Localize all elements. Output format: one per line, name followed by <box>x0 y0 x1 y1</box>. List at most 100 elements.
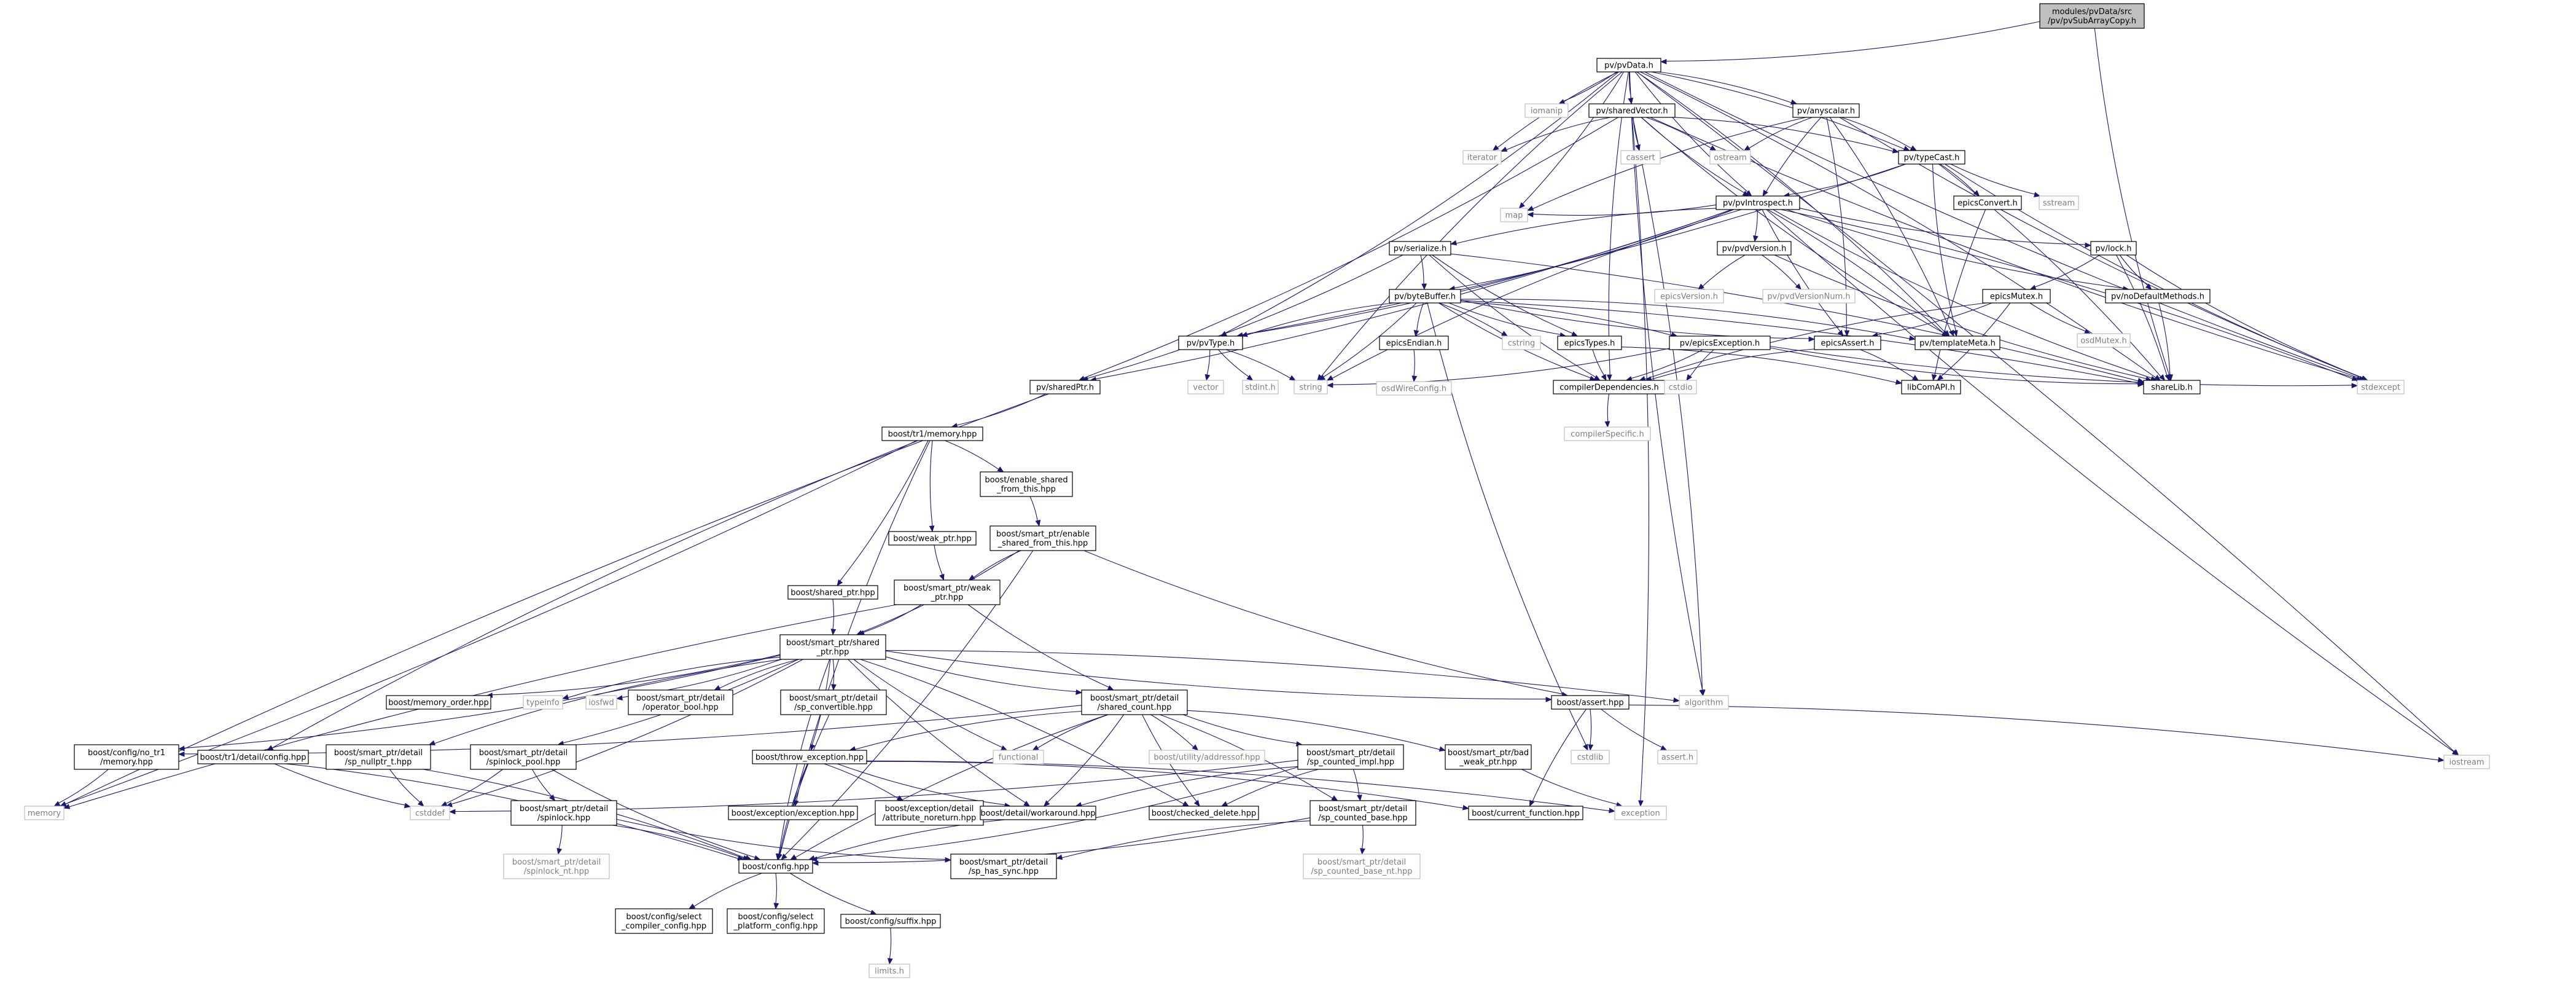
node-label-sp_shared_ptr: boost/smart_ptr/shared_ptr.hpp <box>786 638 880 657</box>
edge-pvdVersion-to-pvdVersionNum <box>1762 254 1798 286</box>
node-checked_delete[interactable]: boost/checked_delete.hpp <box>1149 806 1259 820</box>
node-shared_ptr_hpp[interactable]: boost/shared_ptr.hpp <box>787 585 878 600</box>
node-current_function[interactable]: boost/current_function.hpp <box>1468 806 1583 820</box>
node-config_no_tr1[interactable]: boost/config/no_tr1/memory.hpp <box>74 744 179 770</box>
node-spinlock_pool[interactable]: boost/smart_ptr/detail/spinlock_pool.hpp <box>470 744 577 770</box>
node-limits_h: limits.h <box>868 963 910 978</box>
node-config_suffix[interactable]: boost/config/suffix.hpp <box>840 914 941 928</box>
node-box-cassert <box>1620 150 1661 165</box>
node-label-iosfwd: iosfwd <box>588 699 614 708</box>
node-byteBuffer[interactable]: pv/byteBuffer.h <box>1389 289 1461 304</box>
node-sharedPtr[interactable]: pv/sharedPtr.h <box>1029 380 1101 394</box>
node-sp_nullptr[interactable]: boost/smart_ptr/detail/sp_nullptr_t.hpp <box>326 744 431 770</box>
arrowhead-epicsConvert-to-libComAPI <box>1931 374 1937 382</box>
node-tr1_detail_config[interactable]: boost/tr1/detail/config.hpp <box>197 750 309 764</box>
node-label-memory: memory <box>28 809 61 818</box>
node-epicsEndian[interactable]: epicsEndian.h <box>1379 336 1449 350</box>
node-label-pvdVersion: pv/pvdVersion.h <box>1722 245 1787 254</box>
edge-boost_assert-to-assert_h <box>1601 708 1663 748</box>
node-epicsException[interactable]: pv/epicsException.h <box>1669 336 1771 350</box>
node-label-weak_ptr: boost/weak_ptr.hpp <box>893 535 971 544</box>
node-assert_h: assert.h <box>1657 750 1698 764</box>
arrowhead-spinlock_pool-to-cstddef <box>440 801 448 807</box>
node-shared_count[interactable]: boost/smart_ptr/detail/shared_count.hpp <box>1081 689 1188 715</box>
node-typeCast[interactable]: pv/typeCast.h <box>1898 150 1965 165</box>
node-sp_counted_impl[interactable]: boost/smart_ptr/detail/sp_counted_impl.h… <box>1297 744 1404 770</box>
arrowhead-epicsException-to-string <box>1326 382 1333 388</box>
node-anyscalar[interactable]: pv/anyscalar.h <box>1792 103 1860 118</box>
node-label-sp_counted_impl: boost/smart_ptr/detail/sp_counted_impl.h… <box>1306 748 1395 767</box>
node-epicsTypes[interactable]: epicsTypes.h <box>1557 336 1622 350</box>
arrowhead-sp_shared_ptr-to-functional <box>1001 745 1008 751</box>
node-label-sstream: sstream <box>2043 199 2075 208</box>
edge-boost_assert-to-iostream <box>1628 704 2439 761</box>
node-workaround[interactable]: boost/detail/workaround.hpp <box>980 806 1096 820</box>
edge-sp_enable_shared-to-sp_weak_ptr <box>973 550 1021 578</box>
arrowhead-pvData_h-to-map <box>1518 202 1526 209</box>
node-attr_noreturn[interactable]: boost/exception/detail/attribute_noretur… <box>875 800 984 826</box>
node-sp_enable_shared[interactable]: boost/smart_ptr/enable_shared_from_this.… <box>989 525 1096 551</box>
node-label-sp_has_sync: boost/smart_ptr/detail/sp_has_sync.hpp <box>959 858 1048 876</box>
node-templateMeta[interactable]: pv/templateMeta.h <box>1914 336 2000 350</box>
node-compilerDependencies[interactable]: compilerDependencies.h <box>1553 380 1666 394</box>
node-sp_has_sync[interactable]: boost/smart_ptr/detail/sp_has_sync.hpp <box>950 854 1057 879</box>
arrowhead-throw_exception-to-current_function <box>1462 804 1470 810</box>
arrowhead-sp_counted_impl-to-sp_counted_base <box>1357 795 1362 802</box>
node-box-epicsEndian <box>1379 336 1449 350</box>
node-sp_convertible[interactable]: boost/smart_ptr/detail/sp_convertible.hp… <box>780 689 887 715</box>
node-tr1memory[interactable]: boost/tr1/memory.hpp <box>881 426 983 441</box>
node-epicsMutex[interactable]: epicsMutex.h <box>1982 289 2051 304</box>
node-label-compilerDependencies: compilerDependencies.h <box>1559 383 1658 393</box>
node-weak_ptr[interactable]: boost/weak_ptr.hpp <box>888 531 977 546</box>
node-label-stdint: stdint.h <box>1245 383 1275 393</box>
node-label-sp_convertible: boost/smart_ptr/detail/sp_convertible.hp… <box>789 694 878 712</box>
node-box-limits_h <box>868 963 910 978</box>
node-label-shared_count: boost/smart_ptr/detail/shared_count.hpp <box>1090 694 1179 712</box>
node-label-iostream: iostream <box>2449 758 2484 767</box>
node-root[interactable]: modules/pvData/src/pv/pvSubArrayCopy.h <box>2039 3 2145 29</box>
edge-sharedVector-to-stdexcept <box>1650 117 2357 379</box>
node-label-sp_weak_ptr: boost/smart_ptr/weak_ptr.hpp <box>904 584 991 602</box>
node-exc_exception[interactable]: boost/exception/exception.hpp <box>728 806 858 820</box>
node-serialize[interactable]: pv/serialize.h <box>1389 241 1451 256</box>
node-pvdVersion[interactable]: pv/pvdVersion.h <box>1717 241 1792 256</box>
node-operator_bool[interactable]: boost/smart_ptr/detail/operator_bool.hpp <box>628 689 733 715</box>
edge-epicsException-to-stdexcept <box>1770 345 2352 387</box>
arrowhead-sp_shared_ptr-to-sp_convertible <box>831 684 837 691</box>
node-sp_counted_base[interactable]: boost/smart_ptr/detail/sp_counted_base.h… <box>1309 800 1416 826</box>
node-pvType[interactable]: pv/pvType.h <box>1178 336 1243 350</box>
node-sharedVector[interactable]: pv/sharedVector.h <box>1588 103 1676 118</box>
node-sp_weak_ptr[interactable]: boost/smart_ptr/weak_ptr.hpp <box>894 579 1001 605</box>
node-sp_shared_ptr[interactable]: boost/smart_ptr/shared_ptr.hpp <box>779 634 886 660</box>
arrowhead-throw_exception-to-exception <box>1609 807 1616 814</box>
node-spinlock[interactable]: boost/smart_ptr/detail/spinlock.hpp <box>510 800 617 826</box>
node-select_compiler[interactable]: boost/config/select_compiler_config.hpp <box>615 908 713 934</box>
node-epicsAssert[interactable]: epicsAssert.h <box>1814 336 1881 350</box>
node-throw_exception[interactable]: boost/throw_exception.hpp <box>752 750 867 764</box>
node-enable_shared[interactable]: boost/enable_shared_from_this.hpp <box>980 471 1073 497</box>
node-pvIntrospect[interactable]: pv/pvIntrospect.h <box>1715 195 1800 210</box>
node-boost_config[interactable]: boost/config.hpp <box>738 859 813 874</box>
arrowhead-byteBuffer-to-cstdlib <box>1583 744 1588 751</box>
node-box-assert_h <box>1657 750 1698 764</box>
node-sp_counted_base_nt: boost/smart_ptr/detail/sp_counted_base_n… <box>1303 854 1421 879</box>
edge-sharedPtr-to-tr1memory <box>956 393 1046 426</box>
edge-sp_shared_ptr-to-functional <box>853 659 1002 748</box>
node-epicsConvert[interactable]: epicsConvert.h <box>1953 195 2022 210</box>
node-compilerSpecific: compilerSpecific.h <box>1564 426 1651 441</box>
node-noDefaultMethods[interactable]: pv/noDefaultMethods.h <box>2105 289 2211 304</box>
node-lock[interactable]: pv/lock.h <box>2090 241 2137 256</box>
node-bad_weak_ptr[interactable]: boost/smart_ptr/bad_weak_ptr.hpp <box>1445 744 1532 770</box>
node-label-bad_weak_ptr: boost/smart_ptr/bad_weak_ptr.hpp <box>1448 748 1529 767</box>
node-select_platform[interactable]: boost/config/select_platform_config.hpp <box>727 908 825 934</box>
node-label-memory_order: boost/memory_order.hpp <box>388 699 489 708</box>
node-shareLib[interactable]: shareLib.h <box>2143 380 2201 394</box>
node-memory_order[interactable]: boost/memory_order.hpp <box>386 695 491 710</box>
node-pvData_h[interactable]: pv/pvData.h <box>1596 58 1661 73</box>
node-box-shareLib <box>2143 380 2201 394</box>
node-box-cstdio <box>1664 380 1697 394</box>
node-boost_assert[interactable]: boost/assert.hpp <box>1551 695 1630 710</box>
arrowhead-sp_counted_base-to-boost_config <box>811 860 819 866</box>
node-libComAPI[interactable]: libComAPI.h <box>1901 380 1961 394</box>
edge-sp_shared_ptr-to-sp_convertible <box>832 659 835 685</box>
